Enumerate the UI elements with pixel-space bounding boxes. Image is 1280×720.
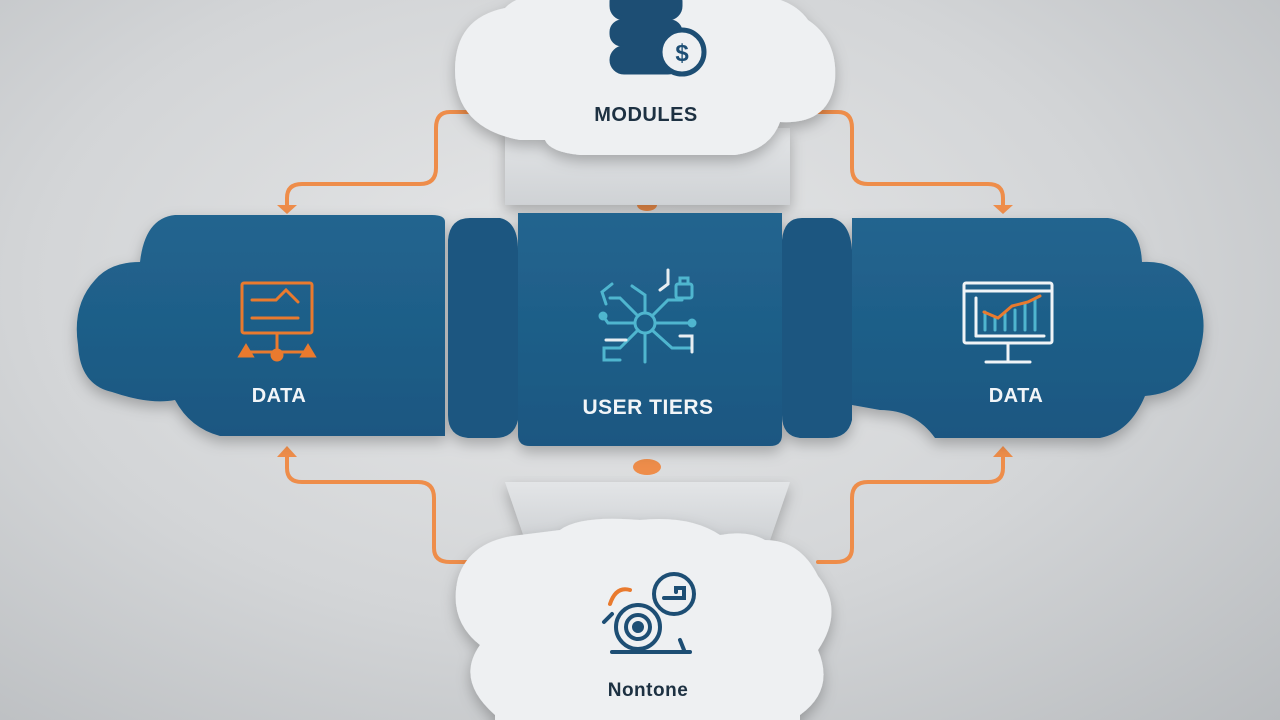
connector-top-left xyxy=(285,110,480,208)
arrowhead-center-bottom xyxy=(633,459,661,475)
connector-arrowheads xyxy=(277,199,1013,475)
arrowhead-right-bottom xyxy=(993,446,1013,457)
left-panel xyxy=(76,215,446,436)
arrowhead-left-top xyxy=(277,205,297,214)
right-panel xyxy=(852,218,1204,438)
left-connector-panel xyxy=(448,218,518,438)
bottom-node-label: Nontone xyxy=(607,680,689,701)
dark-panels xyxy=(76,213,1204,446)
database-dollar-icon: $ xyxy=(609,0,707,77)
connector-bottom-right xyxy=(816,452,1005,564)
arrowhead-right-top xyxy=(993,205,1013,214)
connector-bottom-left xyxy=(285,452,470,564)
left-node-label: DATA xyxy=(251,385,307,407)
monitor-network-icon xyxy=(237,281,317,362)
arrowhead-left-bottom xyxy=(277,446,297,457)
right-connector-panel xyxy=(782,218,852,438)
circuit-network-icon xyxy=(598,268,697,364)
bottom-cloud xyxy=(455,518,832,720)
chart-monitor-icon xyxy=(962,281,1054,364)
top-cloud xyxy=(455,0,836,155)
center-node-label: USER TIERS xyxy=(582,396,714,419)
center-panel xyxy=(518,213,782,446)
connector-top-right xyxy=(798,110,1005,208)
right-node-label: DATA xyxy=(988,385,1044,407)
svg-text:$: $ xyxy=(675,40,689,67)
gears-target-icon xyxy=(602,572,696,654)
connectors xyxy=(285,110,1005,564)
top-node-label: MODULES xyxy=(594,104,698,126)
